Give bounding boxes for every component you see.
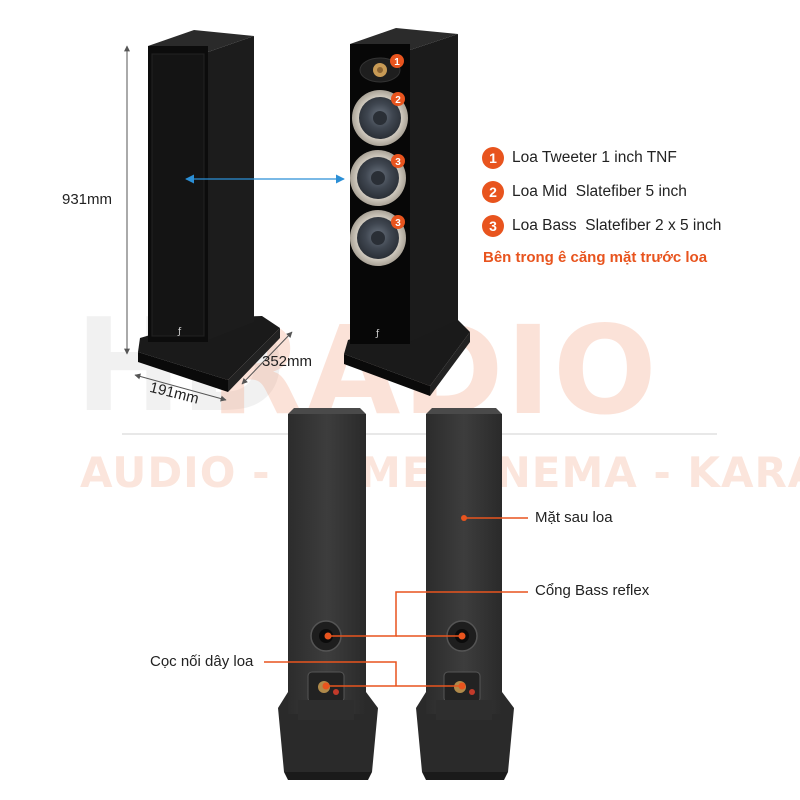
driver-label: Loa Mid Slatefiber 5 inch xyxy=(512,183,687,200)
grille-note: Bên trong ê căng mặt trước loa xyxy=(483,249,708,266)
driver-badge-3b: 3 xyxy=(391,215,405,229)
svg-text:3: 3 xyxy=(395,157,401,168)
driver-item-bass: 3 Loa Bass Slatefiber 2 x 5 inch xyxy=(482,215,721,237)
brand-logo-right: ƒ xyxy=(375,329,380,339)
width-dimension-line xyxy=(134,373,227,402)
callout-dots xyxy=(322,515,467,690)
depth-dimension-line xyxy=(241,331,293,385)
driver-item-mid: 2 Loa Mid Slatefiber 5 inch xyxy=(482,181,687,203)
driver-badge-2: 2 xyxy=(391,92,405,106)
driver-badge-3a: 3 xyxy=(391,154,405,168)
rear-speaker-left xyxy=(278,408,378,780)
brand-logo-left: ƒ xyxy=(177,327,182,337)
driver-label: Loa Tweeter 1 inch TNF xyxy=(512,149,677,166)
number-badge: 2 xyxy=(482,181,504,203)
binding-post-label: Cọc nối dây loa xyxy=(150,653,254,670)
height-label: 931mm xyxy=(62,191,113,208)
rear-panel-label: Mặt sau loa xyxy=(535,509,613,526)
bass-reflex-label: Cổng Bass reflex xyxy=(535,582,650,599)
driver-badge-1: 1 xyxy=(390,54,404,68)
driver-label: Loa Bass Slatefiber 2 x 5 inch xyxy=(512,217,722,234)
depth-label: 352mm xyxy=(262,353,313,370)
callout-lines xyxy=(264,517,528,687)
speaker-front-no-grille: ƒ xyxy=(344,28,470,396)
speaker-with-grille: ƒ xyxy=(138,30,280,392)
rear-speaker-right xyxy=(416,408,514,780)
svg-text:2: 2 xyxy=(395,95,401,106)
svg-text:1: 1 xyxy=(394,57,400,68)
watermark-divider xyxy=(122,433,717,435)
number-badge: 1 xyxy=(482,147,504,169)
svg-text:3: 3 xyxy=(395,218,401,229)
driver-item-tweeter: 1 Loa Tweeter 1 inch TNF xyxy=(482,147,677,169)
number-badge: 3 xyxy=(482,215,504,237)
